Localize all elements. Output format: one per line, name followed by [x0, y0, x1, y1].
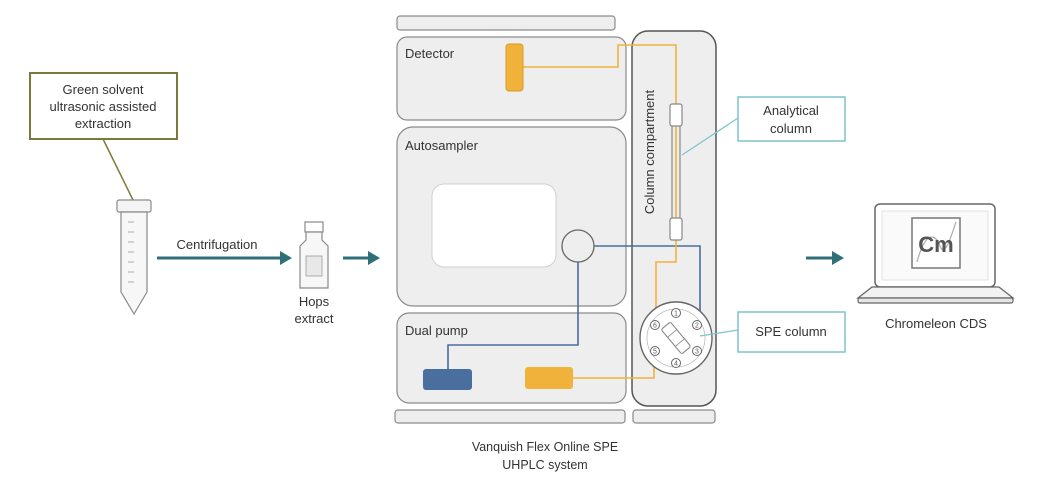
extraction-line-1: Green solvent	[63, 82, 144, 97]
spe-column-callout: SPE column	[737, 311, 846, 353]
analytical-column-callout: Analytical column	[737, 96, 846, 142]
hops-label-line-1: Hops	[299, 294, 330, 309]
spe-column-pointer	[699, 329, 739, 337]
system-to-cds-arrow	[806, 251, 844, 265]
analytical-column-pointer	[681, 117, 739, 156]
extraction-pointer-line	[102, 138, 134, 201]
pump-a-icon	[423, 369, 472, 390]
blue-flow-path	[447, 245, 701, 369]
valve-port-5: 5	[653, 349, 657, 356]
analytical-column-icon	[669, 103, 683, 241]
analytical-column-line-1: Analytical	[763, 103, 819, 118]
pump-b-icon	[525, 367, 573, 389]
centrifuge-tube-icon	[116, 199, 152, 316]
autosampler-label: Autosampler	[405, 138, 479, 153]
sample-vial-icon	[299, 221, 329, 289]
column-compartment-label: Column compartment	[642, 89, 657, 214]
chromeleon-logo-text: Cm	[918, 232, 953, 257]
hops-label-line-2: extract	[294, 311, 333, 326]
extraction-box: Green solvent ultrasonic assisted extrac…	[29, 72, 178, 140]
column-compartment-base	[632, 409, 716, 424]
extraction-line-2: ultrasonic assisted	[50, 99, 157, 114]
dual-pump-label: Dual pump	[405, 323, 468, 338]
stack-bottom-cap	[394, 409, 626, 424]
spe-column-label: SPE column	[755, 324, 827, 339]
chromeleon-logo-icon: Cm	[911, 217, 961, 269]
valve-port-3: 3	[695, 349, 699, 356]
chromeleon-label: Chromeleon CDS	[885, 316, 987, 331]
stack-top-cap	[396, 15, 616, 31]
valve-port-2: 2	[695, 323, 699, 330]
valve-port-1: 1	[674, 311, 678, 318]
analytical-column-line-2: column	[770, 121, 812, 136]
detector-label: Detector	[405, 46, 455, 61]
system-name-line-2: UHPLC system	[502, 458, 587, 472]
system-name-line-1: Vanquish Flex Online SPE	[472, 440, 618, 454]
hops-to-system-arrow	[343, 251, 380, 265]
valve-port-4: 4	[674, 361, 678, 368]
valve-port-6: 6	[653, 323, 657, 330]
switching-valve-icon: 1 2 3 4 5 6	[639, 301, 713, 375]
centrifugation-arrow	[157, 251, 292, 265]
injection-valve-icon	[561, 229, 595, 263]
autosampler-window	[431, 183, 557, 268]
centrifugation-label: Centrifugation	[177, 237, 258, 252]
extraction-line-3: extraction	[75, 116, 131, 131]
spe-column-icon	[661, 322, 691, 354]
detector-flow-cell	[505, 43, 524, 92]
